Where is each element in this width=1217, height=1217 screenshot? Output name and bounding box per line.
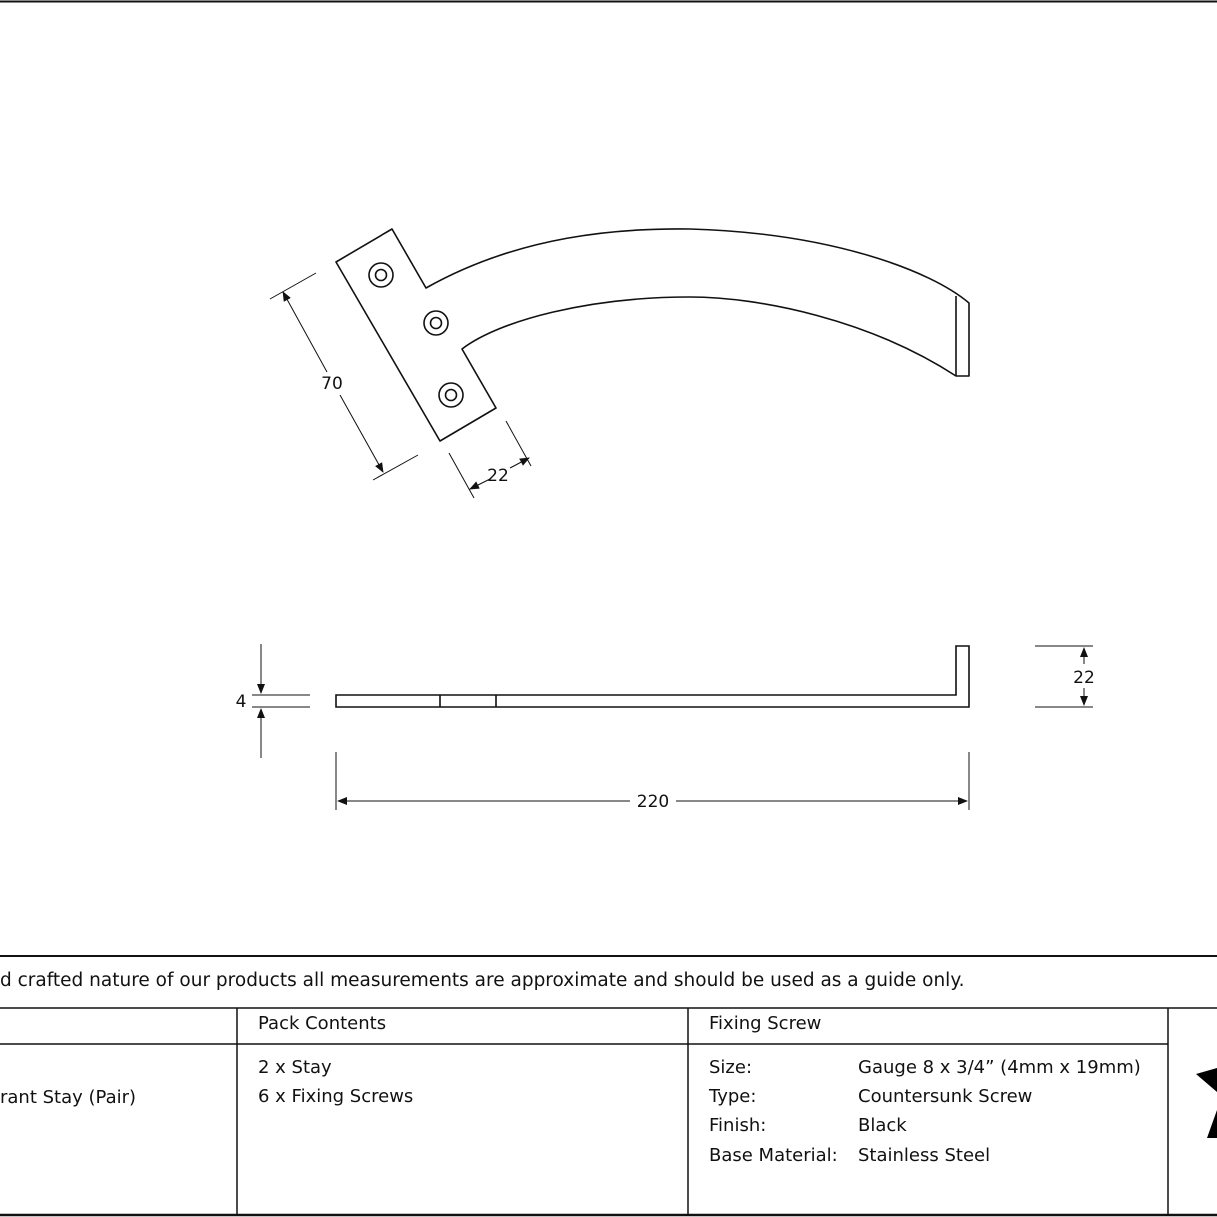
fixing-screw-header: Fixing Screw bbox=[709, 1013, 822, 1034]
disclaimer-note: d crafted nature of our products all mea… bbox=[0, 970, 965, 991]
screw-spec-value: Stainless Steel bbox=[858, 1145, 991, 1166]
screw-spec-label: Base Material: bbox=[709, 1145, 838, 1166]
screw-hole bbox=[368, 262, 394, 288]
upstand-height-label: 22 bbox=[1073, 668, 1095, 688]
upstand-height-dimension bbox=[1035, 645, 1093, 708]
stay-plan-view bbox=[335, 228, 970, 442]
screw-spec-label: Type: bbox=[709, 1086, 757, 1107]
screw-spec-value: Countersunk Screw bbox=[858, 1086, 1033, 1107]
black-star-logo-icon bbox=[1196, 1068, 1217, 1138]
pack-contents-header: Pack Contents bbox=[258, 1013, 387, 1034]
stay-side-view bbox=[335, 645, 970, 708]
plate-length-label: 70 bbox=[321, 374, 343, 394]
thickness-label: 4 bbox=[236, 692, 247, 712]
overall-length-label: 220 bbox=[637, 792, 669, 812]
screw-spec-label: Size: bbox=[709, 1057, 753, 1078]
screw-spec-value: Black bbox=[858, 1115, 907, 1136]
pack-item: 2 x Stay bbox=[258, 1057, 332, 1078]
plate-length-dimension bbox=[269, 272, 419, 481]
spec-table bbox=[0, 955, 1217, 1217]
screw-spec-value: Gauge 8 x 3/4” (4mm x 19mm) bbox=[858, 1057, 1141, 1078]
thickness-dimension bbox=[252, 644, 310, 758]
product-name: rant Stay (Pair) bbox=[0, 1087, 137, 1108]
screw-spec-label: Finish: bbox=[709, 1115, 767, 1136]
screw-hole bbox=[423, 310, 449, 336]
overall-length-dimension bbox=[335, 752, 970, 810]
plate-width-dimension bbox=[448, 420, 532, 499]
plate-width-label: 22 bbox=[487, 466, 509, 486]
pack-item: 6 x Fixing Screws bbox=[258, 1086, 414, 1107]
screw-hole bbox=[438, 382, 464, 408]
